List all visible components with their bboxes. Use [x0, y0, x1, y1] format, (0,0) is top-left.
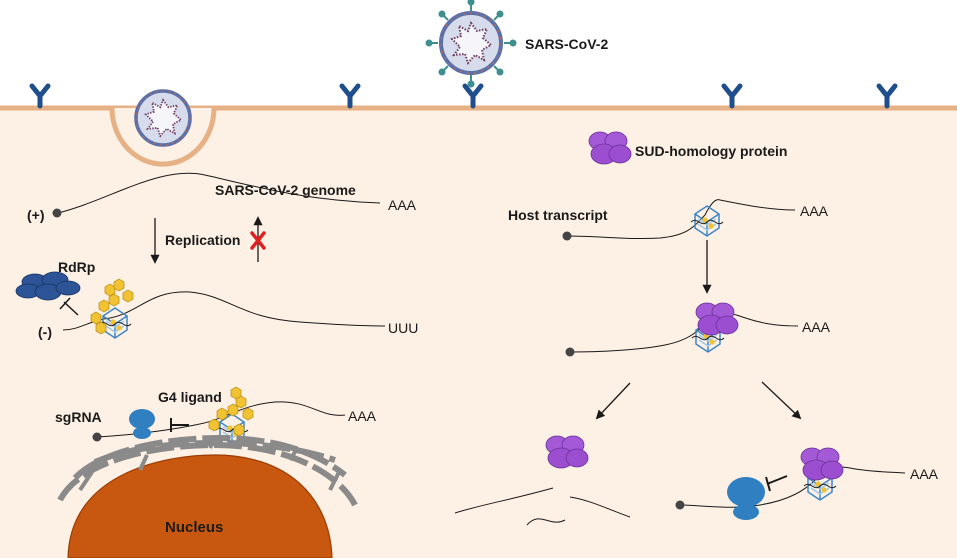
g4-ligand-label: G4 ligand [158, 389, 222, 405]
replication-label: Replication [165, 232, 241, 248]
rdrp-label: RdRp [58, 259, 96, 275]
ribosome-icon [129, 409, 155, 439]
endoplasmic-reticulum-icon [57, 434, 358, 507]
cap-icon [675, 500, 685, 510]
genome-plus-strand [57, 172, 381, 214]
poly-a-label: AAA [910, 466, 939, 482]
sgrna-label: sgRNA [55, 409, 102, 425]
poly-a-label: AAA [802, 319, 831, 335]
sud-protein-icon [800, 447, 844, 481]
cap-icon [565, 347, 575, 357]
sud-protein-icon [545, 435, 589, 469]
virion-icon [134, 89, 192, 147]
plus-strand-label: (+) [27, 207, 45, 223]
minus-strand-label: (-) [38, 324, 52, 340]
sud-protein-icon [695, 302, 739, 336]
degraded-rna [454, 487, 631, 526]
genome-label: SARS-CoV-2 genome [215, 182, 356, 198]
inhibition-icon [765, 475, 788, 492]
rdrp-icon [15, 271, 81, 301]
poly-a-label: AAA [800, 203, 829, 219]
host-transcript-label: Host transcript [508, 207, 608, 223]
inhibition-icon [170, 418, 189, 432]
cap-icon [562, 231, 572, 241]
host-transcript-strand [566, 199, 796, 240]
poly-u-label: UUU [388, 320, 419, 336]
sud-protein-label: SUD-homology protein [635, 143, 788, 159]
receptor-icon [342, 86, 358, 106]
receptor-icon [879, 86, 895, 106]
receptor-icon [465, 86, 481, 106]
arrow-down-right [761, 381, 802, 420]
nucleus-icon [67, 454, 333, 558]
nucleus-label: Nucleus [165, 519, 224, 536]
cap-icon [52, 208, 62, 218]
poly-a-label: AAA [348, 408, 377, 424]
ribosome-icon [727, 477, 765, 520]
poly-a-label: AAA [388, 197, 417, 213]
receptor-icon [32, 86, 48, 106]
arrow-down-left [595, 382, 631, 420]
inhibition-icon [63, 301, 79, 316]
cap-icon [92, 432, 102, 442]
sud-protein-icon [588, 131, 632, 165]
receptor-icon [724, 86, 740, 106]
virus-label: SARS-CoV-2 [525, 36, 609, 52]
blocked-cross-icon [250, 231, 266, 250]
virion-icon [425, 0, 517, 88]
